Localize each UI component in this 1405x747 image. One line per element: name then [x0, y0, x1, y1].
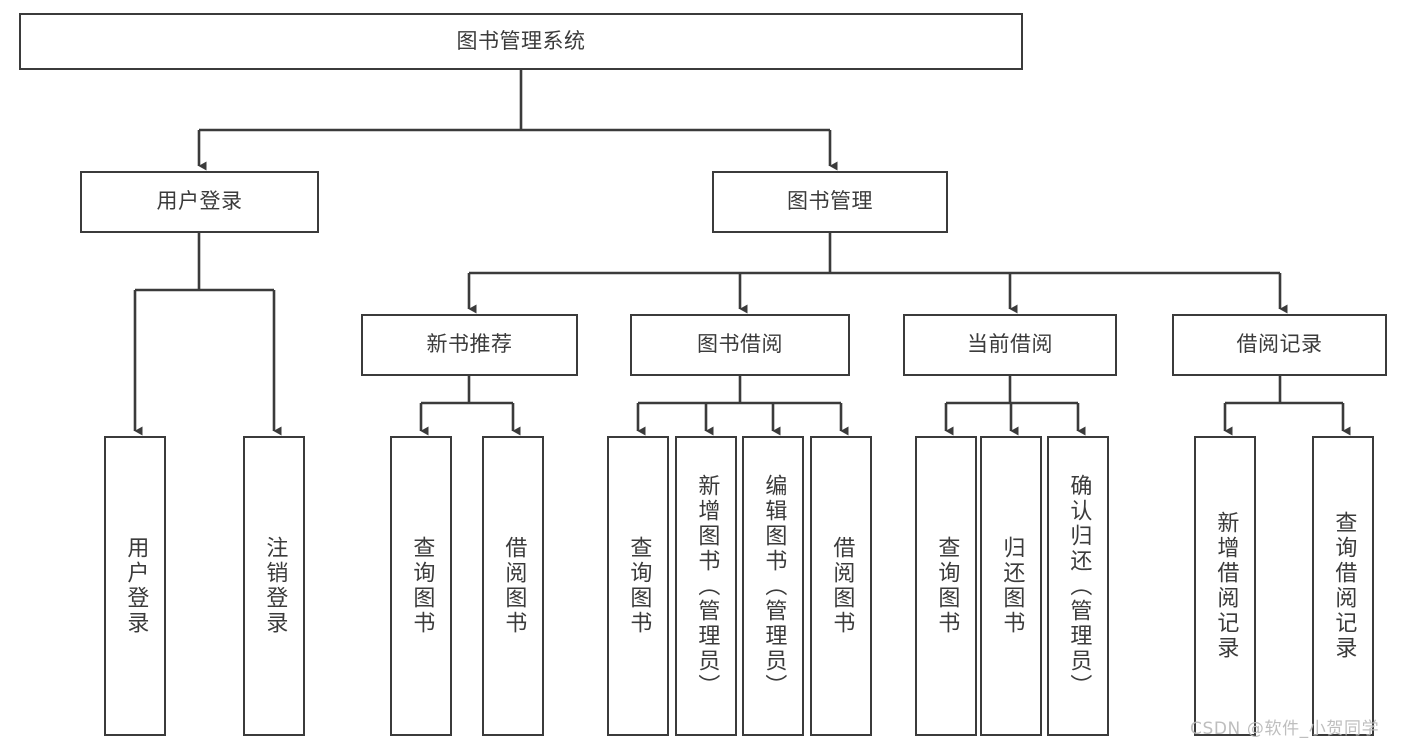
leaf-current-borrow-confirm[interactable]: 确认归还（管理员）	[1047, 436, 1109, 736]
node-new-book-recommend-label: 新书推荐	[426, 332, 513, 357]
node-book-borrow[interactable]: 图书借阅	[630, 314, 850, 376]
leaf-new-book-query[interactable]: 查询图书	[390, 436, 452, 736]
leaf-current-borrow-query-label: 查询图书	[934, 536, 960, 636]
leaf-new-book-borrow-label: 借阅图书	[501, 536, 527, 636]
leaf-book-borrow-query-label: 查询图书	[626, 536, 652, 636]
node-book-management[interactable]: 图书管理	[712, 171, 948, 233]
leaf-current-borrow-return[interactable]: 归还图书	[980, 436, 1042, 736]
node-borrow-record[interactable]: 借阅记录	[1172, 314, 1387, 376]
node-current-borrow-label: 当前借阅	[967, 332, 1053, 357]
leaf-borrow-record-query[interactable]: 查询借阅记录	[1312, 436, 1374, 736]
leaf-book-borrow-add[interactable]: 新增图书（管理员）	[675, 436, 737, 736]
leaf-current-borrow-query[interactable]: 查询图书	[915, 436, 977, 736]
leaf-book-borrow-edit[interactable]: 编辑图书（管理员）	[742, 436, 804, 736]
leaf-borrow-record-query-label: 查询借阅记录	[1331, 511, 1357, 661]
node-user-login[interactable]: 用户登录	[80, 171, 319, 233]
leaf-book-borrow-borrow[interactable]: 借阅图书	[810, 436, 872, 736]
node-root-label: 图书管理系统	[456, 28, 586, 53]
leaf-new-book-borrow[interactable]: 借阅图书	[482, 436, 544, 736]
node-new-book-recommend[interactable]: 新书推荐	[361, 314, 578, 376]
leaf-book-borrow-edit-label: 编辑图书（管理员）	[761, 473, 787, 699]
node-book-borrow-label: 图书借阅	[697, 332, 783, 357]
leaf-user-login-login[interactable]: 用户登录	[104, 436, 166, 736]
node-root[interactable]: 图书管理系统	[19, 13, 1023, 70]
leaf-current-borrow-confirm-label: 确认归还（管理员）	[1066, 473, 1092, 699]
leaf-book-borrow-query[interactable]: 查询图书	[607, 436, 669, 736]
node-book-management-label: 图书管理	[787, 189, 873, 214]
node-current-borrow[interactable]: 当前借阅	[903, 314, 1117, 376]
node-user-login-label: 用户登录	[156, 189, 243, 214]
leaf-borrow-record-add[interactable]: 新增借阅记录	[1194, 436, 1256, 736]
leaf-book-borrow-borrow-label: 借阅图书	[829, 536, 855, 636]
leaf-new-book-query-label: 查询图书	[409, 536, 435, 636]
leaf-borrow-record-add-label: 新增借阅记录	[1213, 511, 1239, 661]
leaf-user-login-login-label: 用户登录	[123, 536, 149, 636]
leaf-book-borrow-add-label: 新增图书（管理员）	[694, 473, 720, 699]
node-borrow-record-label: 借阅记录	[1236, 332, 1323, 357]
leaf-current-borrow-return-label: 归还图书	[999, 536, 1025, 636]
leaf-user-login-logout-label: 注销登录	[262, 536, 288, 636]
watermark: CSDN @软件_小贺同学	[1190, 719, 1380, 739]
leaf-user-login-logout[interactable]: 注销登录	[243, 436, 305, 736]
